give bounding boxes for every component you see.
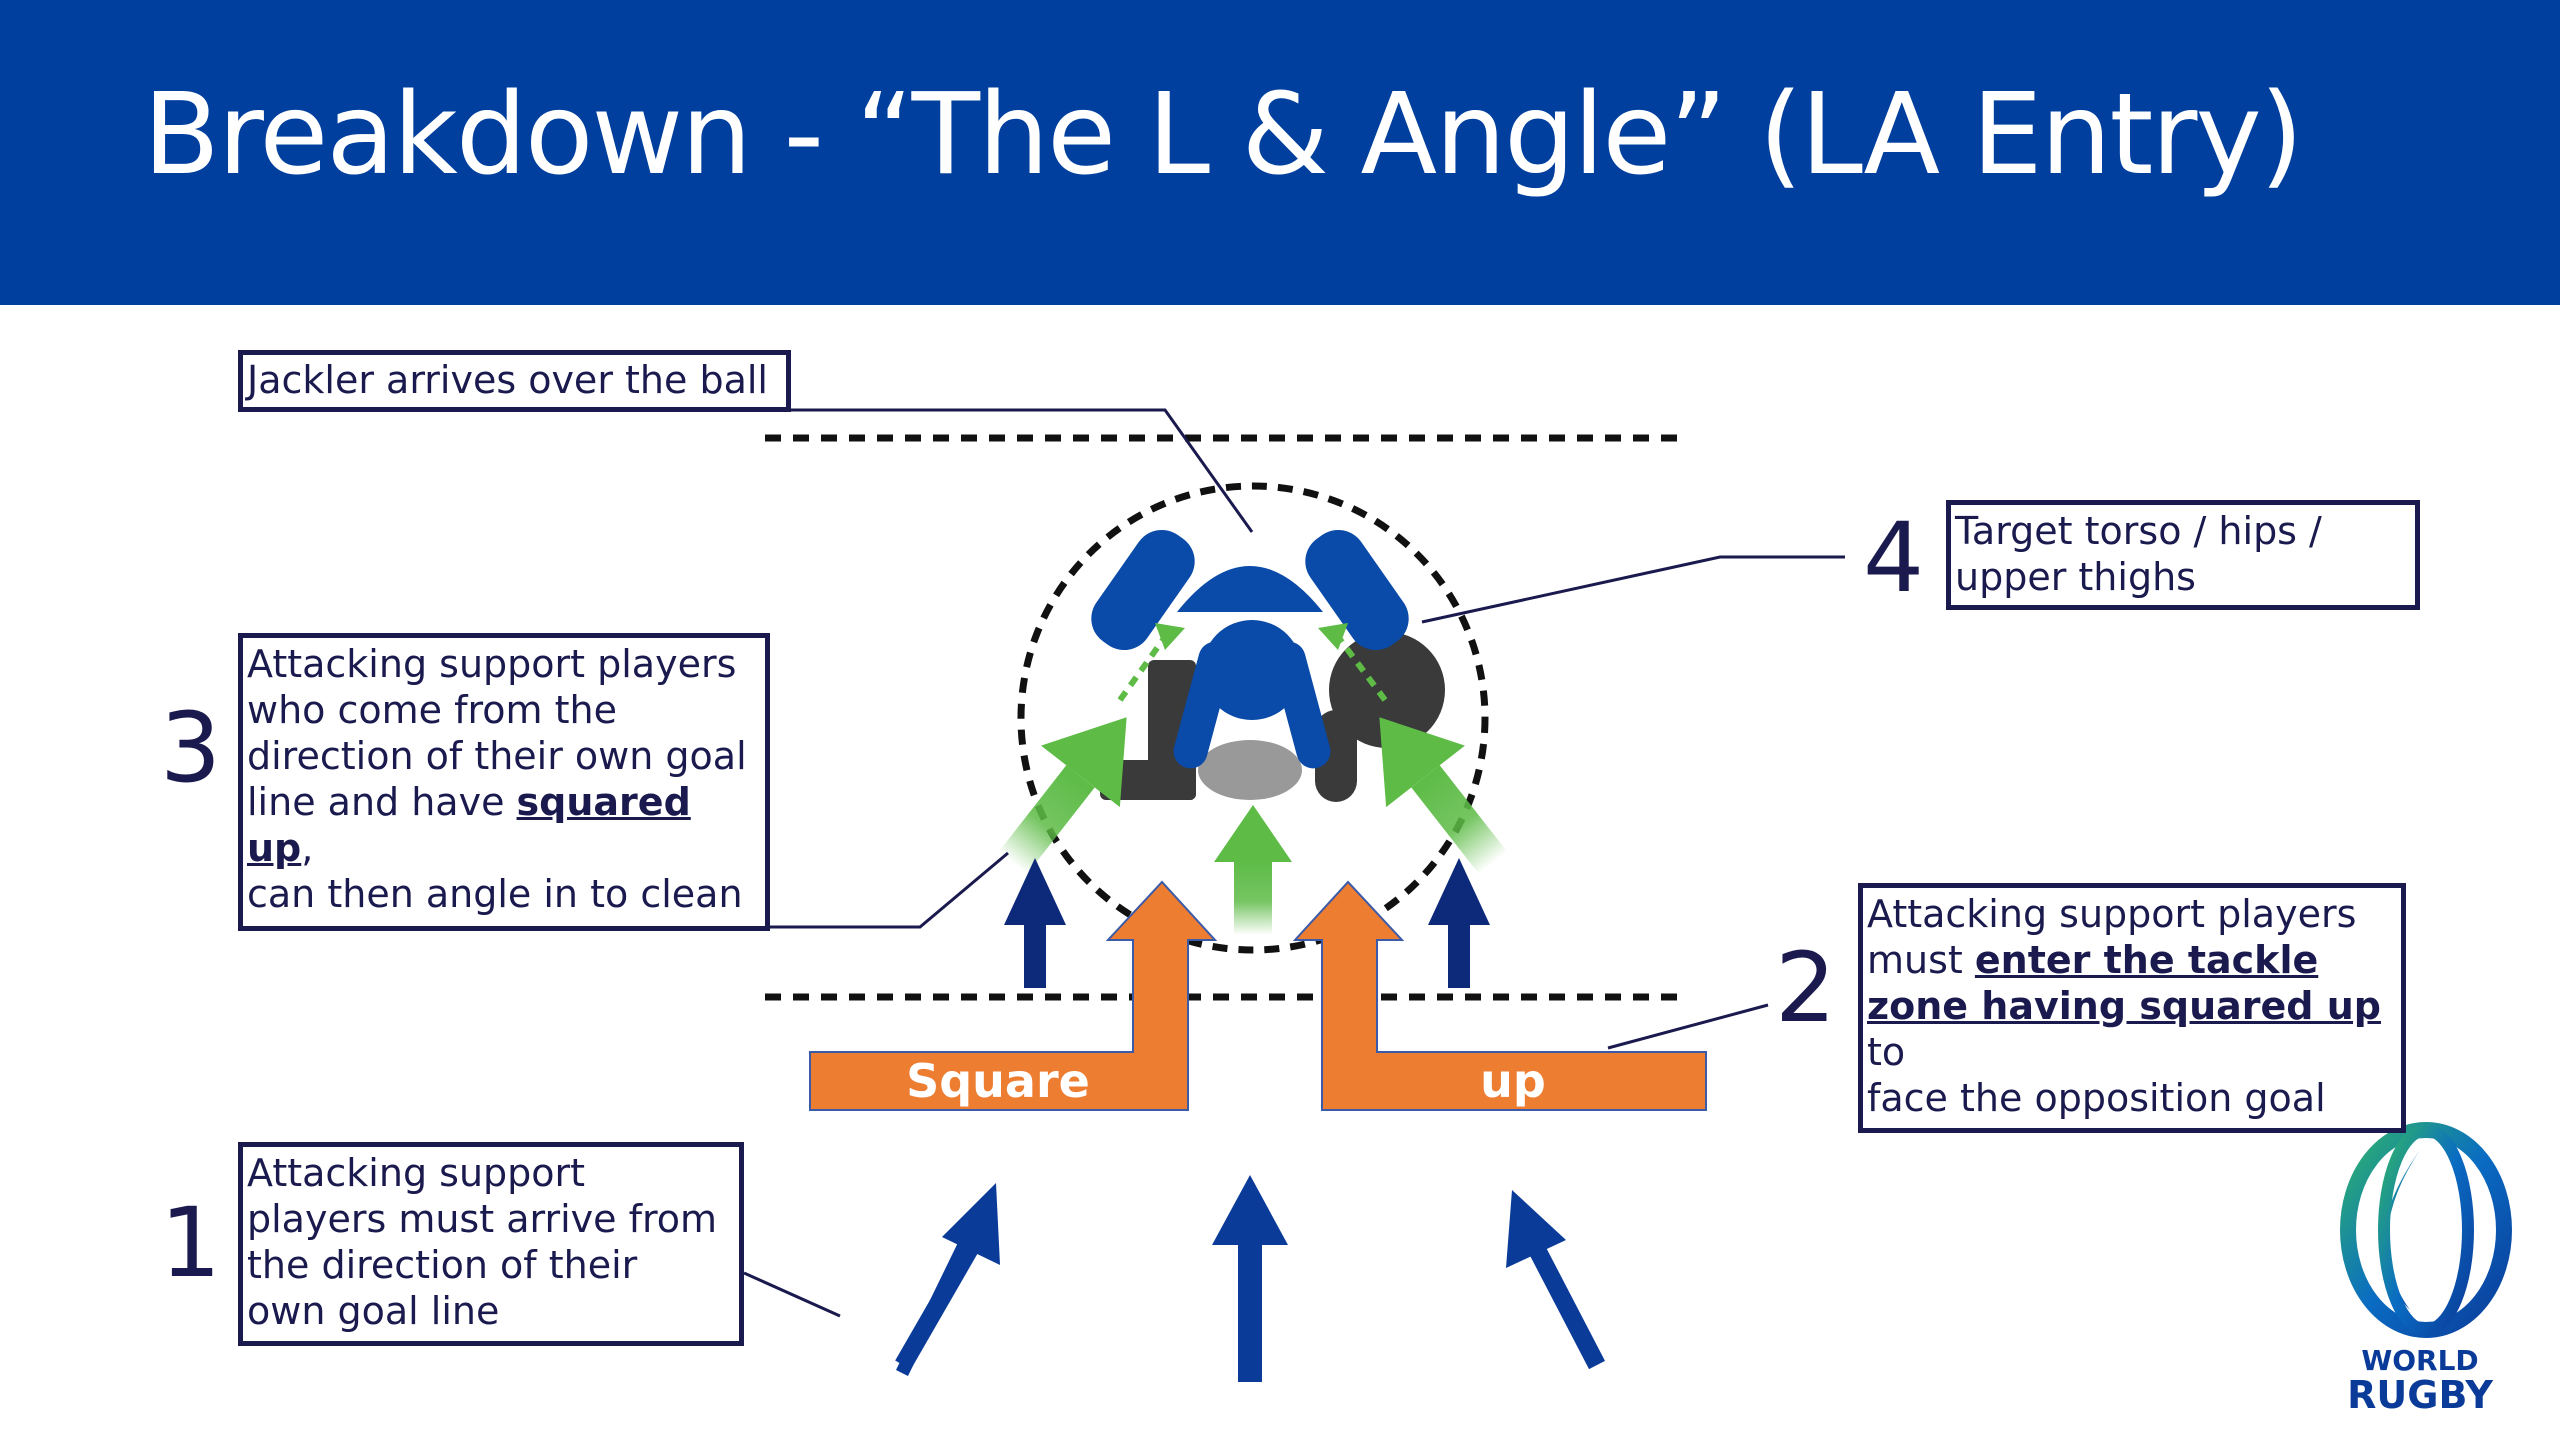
callout-target-line2: upper thighs xyxy=(1955,555,2196,599)
callout-angle-line4: line and have squared up, xyxy=(247,779,761,871)
callout-enter-line2-pre: must xyxy=(1867,938,1975,982)
callout-enter-line3-post: to xyxy=(1867,1030,1906,1074)
callout-angle-line6: out an opponent xyxy=(247,917,761,926)
green-arrow-center xyxy=(1214,805,1292,935)
logo-rugby: RUGBY xyxy=(2347,1373,2493,1417)
navy-arrow-right xyxy=(1428,858,1490,988)
callout-enter-line5: line xyxy=(1867,1121,2397,1128)
callout-angle-line3: direction of their own goal xyxy=(247,734,747,778)
approach-arrow-left xyxy=(895,1183,1000,1376)
approach-arrow-center xyxy=(1212,1175,1288,1382)
callout-enter-line2: must enter the tackle xyxy=(1867,937,2397,983)
world-rugby-logo: WORLD RUGBY xyxy=(2340,1122,2512,1417)
callout-angle-line1: Attacking support players xyxy=(247,642,737,686)
callout-angle-line4-post: , xyxy=(301,826,314,870)
callout-arrive-line2: players must arrive from xyxy=(247,1197,718,1241)
callout-angle-line2: who come from the xyxy=(247,688,617,732)
green-arrow-left xyxy=(998,717,1127,875)
callout-enter: Attacking support players must enter the… xyxy=(1858,883,2406,1133)
number-3: 3 xyxy=(160,692,222,804)
green-small-arrowhead-left xyxy=(1155,623,1185,650)
jackler-player xyxy=(1091,529,1409,769)
square-label: Square xyxy=(906,1054,1090,1108)
orange-l-arrow-left xyxy=(809,880,1218,1111)
callout-angle-line5: can then angle in to clean xyxy=(247,872,743,916)
callout-arrive-line3: the direction of their xyxy=(247,1243,638,1287)
ball xyxy=(1198,740,1302,800)
navy-arrow-left xyxy=(1004,858,1066,988)
callout-arrive: Attacking support players must arrive fr… xyxy=(238,1142,744,1346)
slide-title: Breakdown - “The L & Angle” (LA Entry) xyxy=(143,70,2303,200)
callout-target: Target torso / hips / upper thighs xyxy=(1946,500,2420,610)
green-dashed-arrows xyxy=(1117,628,1388,702)
callout-enter-bold-2: zone having squared up xyxy=(1867,984,2381,1028)
callout-enter-bold-1: enter the tackle xyxy=(1974,938,2319,982)
callout-target-line1: Target torso / hips / xyxy=(1955,509,2322,553)
approach-arrow-right xyxy=(1506,1190,1605,1370)
number-4: 4 xyxy=(1863,502,1925,614)
callout-jackler: Jackler arrives over the ball xyxy=(238,350,791,412)
header-banner: Breakdown - “The L & Angle” (LA Entry) xyxy=(0,0,2560,305)
ruck-circle xyxy=(1017,482,1489,954)
green-small-arrowhead-right xyxy=(1318,623,1348,650)
callout-angle-squared-up: squared up xyxy=(247,780,691,870)
callout-arrive-line1: Attacking support xyxy=(247,1151,586,1195)
callout-angle: Attacking support players who come from … xyxy=(238,633,770,931)
leader-lines xyxy=(743,408,1845,1318)
green-arrow-right xyxy=(1379,717,1508,875)
callout-arrive-line4: own goal line xyxy=(247,1289,500,1333)
callout-enter-line1: Attacking support players xyxy=(1867,892,2357,936)
number-1: 1 xyxy=(160,1187,222,1299)
orange-l-arrow-right xyxy=(1292,880,1707,1111)
callout-jackler-text: Jackler arrives over the ball xyxy=(247,358,768,402)
callout-enter-line3: zone having squared up to xyxy=(1867,983,2397,1075)
logo-world: WORLD xyxy=(2361,1344,2478,1377)
callout-angle-line4-pre: line and have xyxy=(247,780,517,824)
up-label: up xyxy=(1480,1054,1546,1108)
callout-enter-line4: face the opposition goal xyxy=(1867,1076,2326,1120)
number-2: 2 xyxy=(1775,932,1837,1044)
